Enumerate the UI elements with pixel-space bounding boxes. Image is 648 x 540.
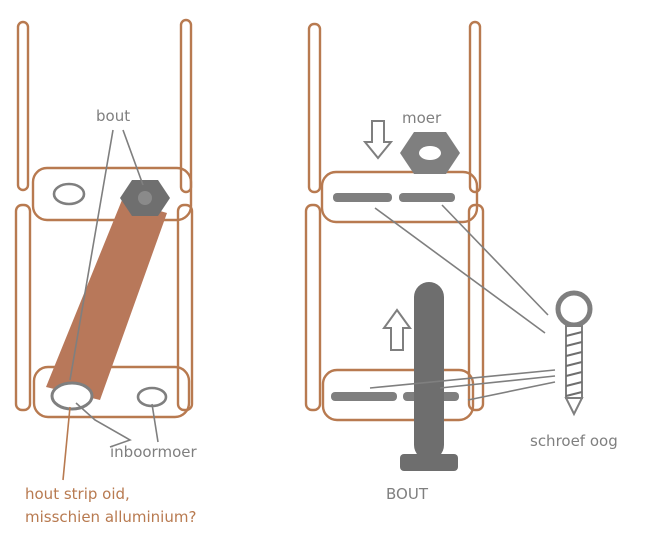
pointer-inboormoer-2 (151, 403, 159, 443)
label-bout: bout (96, 107, 130, 125)
pointer-bout-to-hole (69, 129, 114, 381)
pointer-bout-to-nut (122, 129, 144, 186)
left-upper-plate (31, 166, 193, 222)
left-rail-left-top (16, 20, 30, 192)
right-lower-plate (321, 368, 475, 422)
moer-hole (419, 146, 441, 160)
pointer-inboormoer-1 (75, 402, 132, 448)
label-moer: moer (402, 109, 442, 127)
right-upper-plate (320, 170, 479, 224)
right-rail-left-top (307, 22, 322, 194)
pointer-eye-lower-right (467, 381, 556, 401)
pointer-hout-strip (62, 406, 71, 481)
bolt-icon (400, 282, 458, 471)
wood-strip (46, 200, 167, 400)
pointer-eye-upper-right (441, 204, 549, 316)
label-schroef-oog: schroef oog (530, 432, 618, 450)
upper-slot-left (333, 193, 392, 202)
nut-center (138, 191, 152, 205)
pointer-eye-upper-left (374, 207, 546, 334)
eye-screw-icon (555, 290, 593, 417)
right-assembly: moer BOUT schroef oog (304, 20, 618, 503)
label-bout-big: BOUT (386, 485, 429, 503)
right-rail-right-top (468, 20, 482, 194)
left-rail-right-top (179, 18, 193, 194)
right-rail-left-bottom (304, 203, 322, 412)
left-rail-left-bottom (14, 203, 32, 412)
left-upper-hole (52, 182, 86, 206)
left-assembly: bout inboormoer hout strip oid, misschie… (14, 18, 197, 526)
left-rail-right-bottom (176, 203, 194, 412)
arrow-down-icon (362, 120, 394, 160)
strip-lower-hole (50, 381, 94, 411)
pointer-eye-lower-left-2 (439, 375, 556, 389)
pointer-eye-lower-left-1 (369, 369, 556, 389)
upper-slot-right (399, 193, 455, 202)
left-lower-hole-right (136, 386, 168, 408)
lower-slot-left (331, 392, 397, 401)
label-hout-strip-1: hout strip oid, (25, 485, 130, 503)
label-hout-strip-2: misschien alluminium? (25, 508, 196, 526)
arrow-up-icon (382, 308, 412, 351)
label-inboormoer: inboormoer (110, 443, 197, 461)
